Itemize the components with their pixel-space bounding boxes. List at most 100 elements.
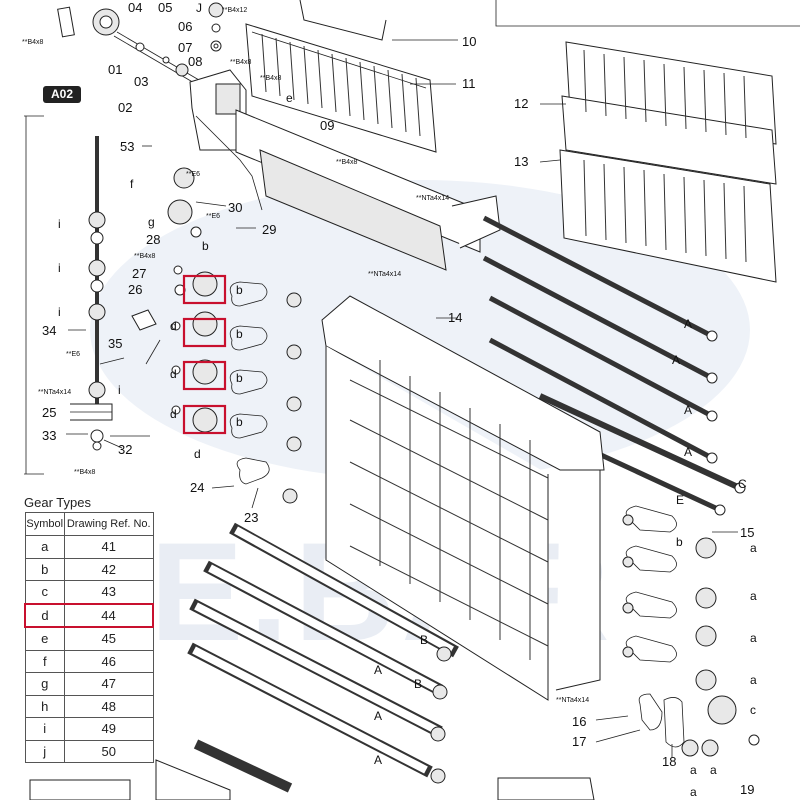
callout-01: 01 [108,62,122,77]
callout-28: 28 [146,232,160,247]
letter-d-3: d [170,407,177,421]
highlight-box-2 [182,317,227,348]
letter-A-1: A [684,317,692,331]
callout-04: 04 [128,0,142,15]
letter-d-2: d [170,367,177,381]
main-frame [321,295,605,701]
screw-nta-3: **NTa4x14 [368,271,401,278]
header-symbol: Symbol [24,512,65,536]
letter-A-4: A [684,445,692,459]
letter-f: f [130,177,134,191]
right-rollers [482,215,746,516]
ref-cell: 43 [64,580,154,604]
gear-letters: i i i i J e f g b b b b b d d d d A A A … [58,1,757,799]
symbol-cell: e [24,626,65,651]
symbol-cell: c [24,580,65,604]
callout-05: 05 [158,0,172,15]
letter-g: g [148,215,155,229]
screw-nta-2: **NTa4x14 [416,195,449,202]
callout-07: 07 [178,40,192,55]
callout-34: 34 [42,323,56,338]
letter-a-7: a [690,785,697,799]
gear-stack [167,167,302,504]
ref-cell: 44 [64,602,154,628]
ref-cell: 49 [64,717,154,741]
callout-03: 03 [134,74,148,89]
letter-C: C [738,477,747,491]
callout-53: 53 [120,139,134,154]
letter-B-2: B [414,677,422,691]
callout-06: 06 [178,19,192,34]
letter-d-1: d [170,319,177,333]
screw-nta-1: **NTa4x14 [38,389,71,396]
screw-b4x8-5: **B4x8 [134,253,156,260]
callout-11: 11 [462,76,476,91]
callout-16: 16 [572,714,586,729]
ref-cell: 41 [64,535,154,559]
screw-e6-2: **E6 [206,213,220,220]
letter-B-1: B [420,633,428,647]
highlight-box-3 [182,360,227,391]
gear-types-title: Gear Types [24,495,91,510]
callout-17: 17 [572,734,586,749]
letter-d-4: d [194,447,201,461]
symbol-cell: f [24,649,65,673]
letter-j: J [196,1,202,15]
screw-b4x8-4: **B4x8 [336,159,358,166]
ref-cell: 50 [64,739,154,763]
ref-cell: 47 [64,672,154,696]
symbol-cell: j [24,739,65,763]
letter-a-4: a [750,673,757,687]
callout-labels: 04 05 01 03 02 06 07 08 09 10 11 12 13 1… [42,0,754,797]
letter-i-1: i [58,217,61,231]
top-left-assembly [57,2,263,211]
callout-13: 13 [514,154,528,169]
letter-i-4: i [118,383,121,397]
screw-e6-3: **E6 [66,351,80,358]
screw-b4x8-3: **B4x8 [260,75,282,82]
symbol-cell: b [24,557,65,581]
ref-cell: 48 [64,694,154,718]
callout-10: 10 [462,34,476,49]
letter-a-2: a [750,589,757,603]
belt-group [229,281,270,485]
callout-29: 29 [262,222,276,237]
letter-E: E [676,493,684,507]
screw-b4x12: **B4x12 [222,7,247,14]
callout-24: 24 [190,480,204,495]
screw-nta-4: **NTa4x14 [556,697,589,704]
symbol-cell: i [24,717,65,741]
callout-35: 35 [108,336,122,351]
callout-27: 27 [132,266,146,281]
letter-e-top: e [286,91,293,105]
letter-a-5: a [690,763,697,777]
screw-e6-1: **E6 [186,171,200,178]
callout-15: 15 [740,525,754,540]
letter-b-1: b [202,239,209,253]
letter-A-5: A [374,663,382,677]
letter-a-6: a [710,763,717,777]
letter-b-4: b [236,371,243,385]
callout-33: 33 [42,428,56,443]
ref-cell: 42 [64,557,154,581]
letter-b-2: b [236,283,243,297]
callout-14: 14 [448,310,462,325]
callout-08: 08 [188,54,202,69]
letter-A-6: A [374,709,382,723]
screw-specs: **B4x8 **B4x12 **B4x8 **B4x8 **B4x8 **E6… [22,7,589,704]
letter-A-7: A [374,753,382,767]
symbol-cell: d [24,602,65,628]
callout-32: 32 [118,442,132,457]
screw-b4x8-2: **B4x8 [230,59,252,66]
